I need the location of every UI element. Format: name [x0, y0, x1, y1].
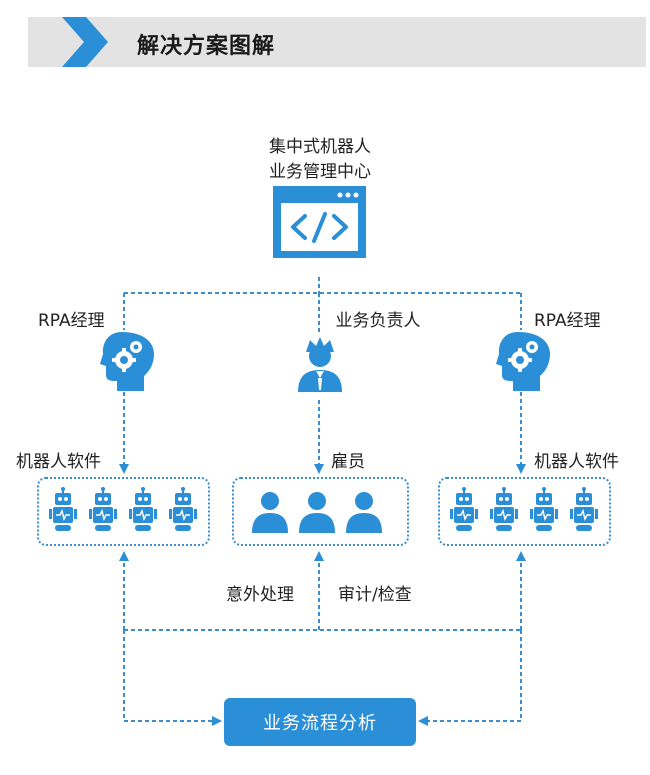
left-manager-label: RPA经理: [38, 311, 105, 331]
page-title: 解决方案图解: [137, 34, 276, 59]
employee-icons: [252, 492, 382, 533]
center-title-line1: 集中式机器人: [269, 137, 371, 157]
brain-gear-icon: [100, 332, 154, 391]
chevron-icon: [62, 17, 108, 67]
robot-icons: [450, 487, 598, 531]
exception-label: 意外处理: [226, 585, 294, 605]
employees-label: 雇员: [331, 452, 365, 472]
audit-label: 审计/检查: [338, 585, 412, 605]
right-robot-group: [438, 477, 611, 546]
left-robot-group: [37, 477, 210, 546]
process-analysis-button[interactable]: 业务流程分析: [224, 698, 416, 746]
business-person-icon: [298, 337, 342, 392]
right-software-label: 机器人软件: [534, 452, 619, 472]
right-manager-label: RPA经理: [534, 311, 601, 331]
center-title-line2: 业务管理中心: [269, 162, 371, 182]
robot-icons: [49, 487, 197, 531]
header-bar: [28, 17, 646, 67]
business-owner-label: 业务负责人: [335, 311, 421, 331]
brain-gear-icon: [496, 332, 550, 391]
code-window-icon: [273, 186, 366, 258]
employees-group: [232, 477, 409, 546]
left-software-label: 机器人软件: [16, 452, 101, 472]
